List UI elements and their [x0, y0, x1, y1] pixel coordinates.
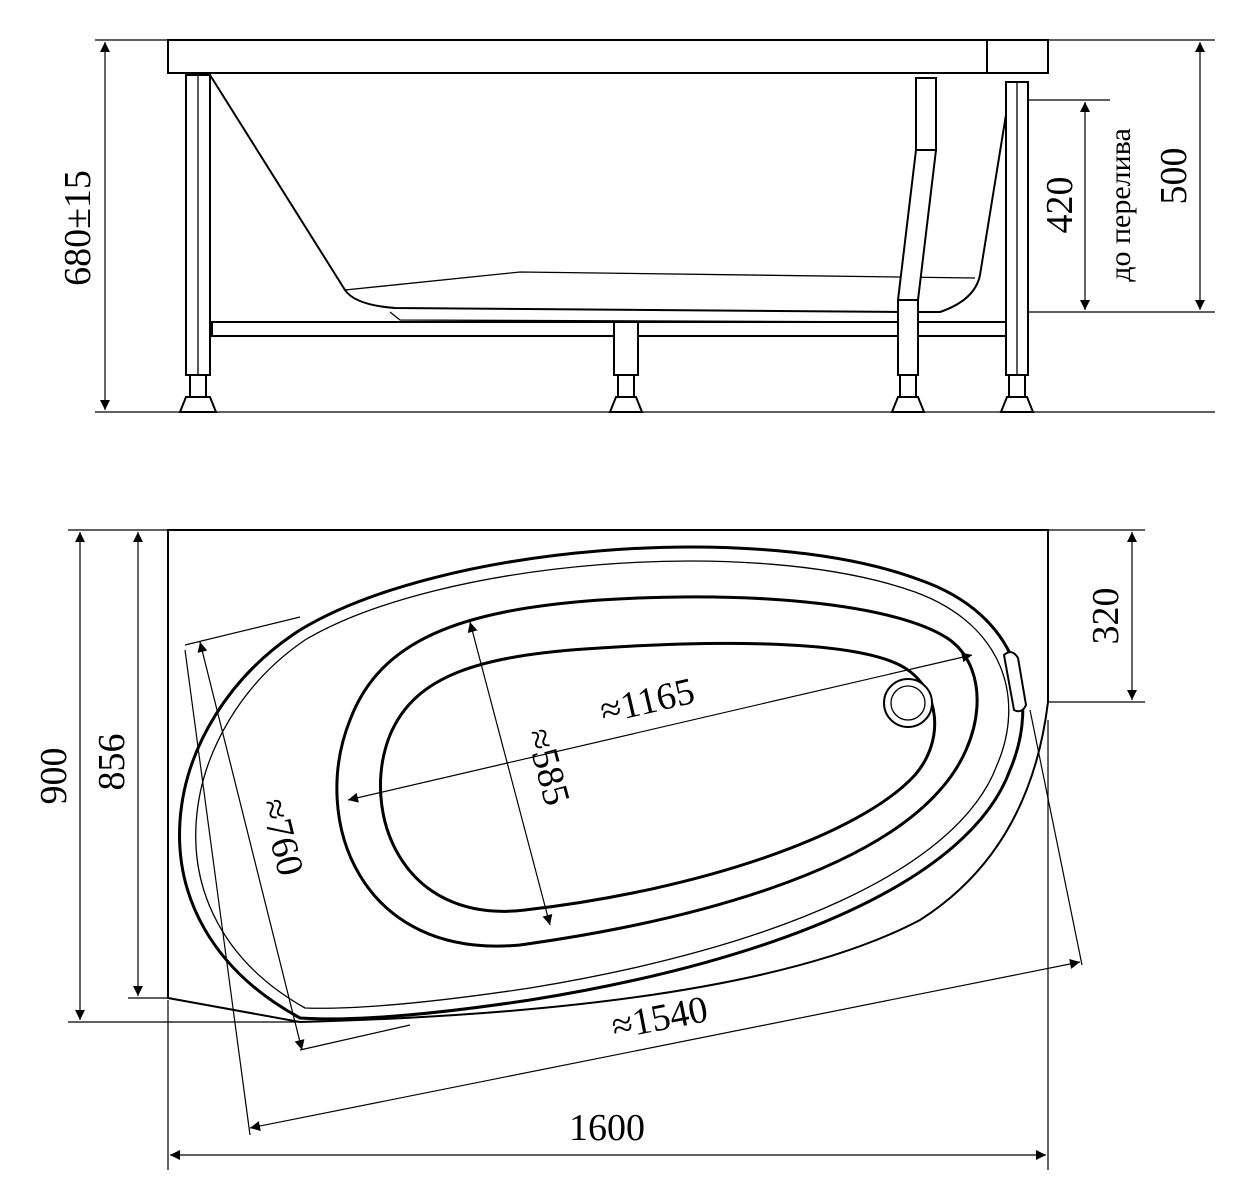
frame-leg-right-outer — [999, 81, 1035, 413]
frame-leg-right-inner — [890, 77, 938, 413]
dim-bowl-length-label: ≈1165 — [596, 670, 698, 732]
dim-height-label: 680±15 — [57, 170, 99, 286]
tub-bottom-base — [389, 311, 911, 323]
tub-rim — [167, 39, 1049, 74]
overflow-fitting — [1002, 651, 1028, 713]
side-view: 680±15 420 до перелива 500 — [57, 39, 1215, 413]
dim-bowl-width-label: ≈585 — [517, 724, 578, 810]
dim-line-bowl-width — [467, 621, 553, 926]
frame-leg-left — [178, 74, 218, 413]
dim-width-total-label: 900 — [33, 748, 75, 805]
dim-overflow-label: 420 — [1039, 177, 1081, 234]
dim-overflow-note: до перелива — [1104, 128, 1137, 282]
dim-line-rim-length — [249, 959, 1081, 1131]
dim-length-label: 1600 — [569, 1107, 645, 1149]
top-view: 900 856 320 1600 ≈1165 ≈585 ≈760 ≈1540 — [33, 529, 1145, 1170]
frame-leg-middle — [608, 321, 644, 413]
rim-oval-inner — [195, 560, 1010, 1009]
tub-bottom-inner — [344, 271, 976, 291]
dim-depth-label: 500 — [1153, 148, 1195, 205]
dim-line-bowl-length — [347, 652, 973, 803]
dim-width-inner-label: 856 — [91, 734, 133, 791]
bowl-outer — [335, 595, 979, 948]
dim-rim-width-label: ≈760 — [252, 794, 312, 880]
dim-right-edge-label: 320 — [1085, 588, 1127, 645]
drain — [883, 678, 933, 728]
